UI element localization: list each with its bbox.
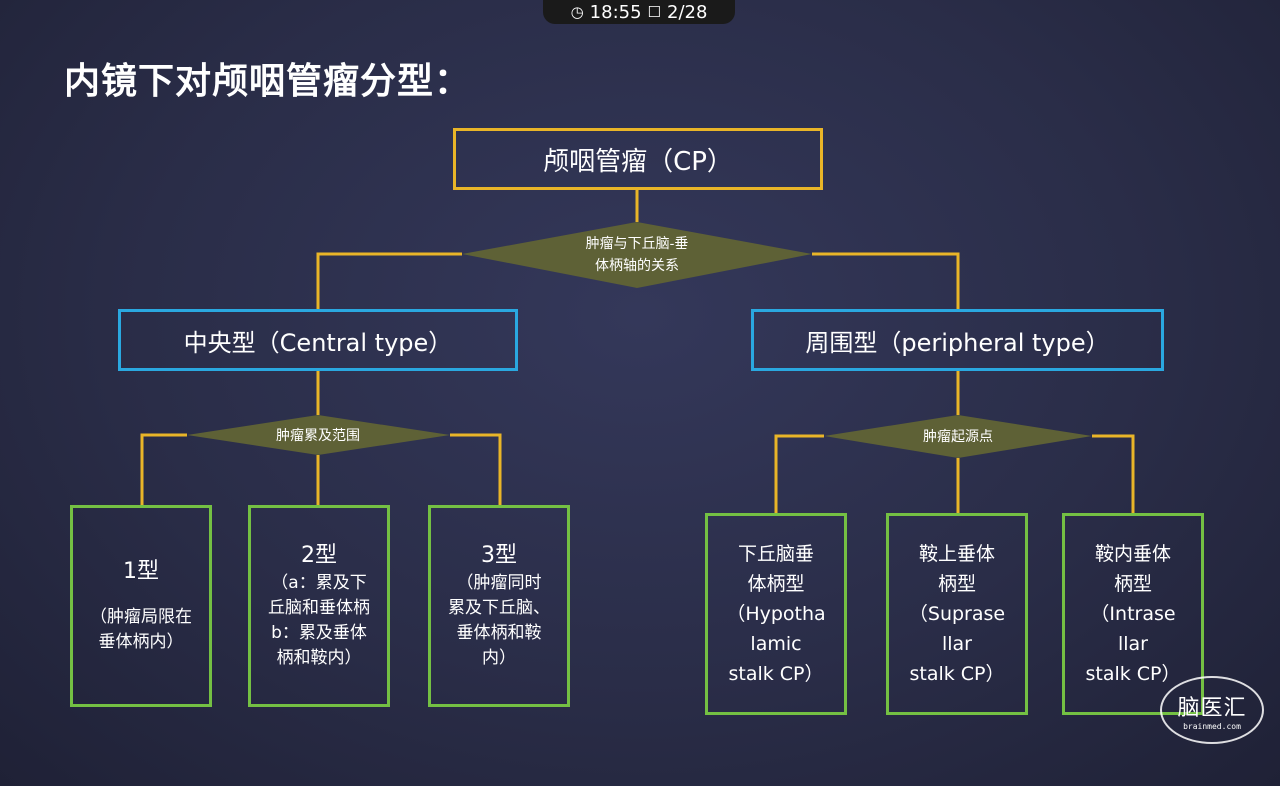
suprasellar-stalk-node: 鞍上垂体 柄型 （Suprase llar stalk CP）	[886, 513, 1028, 715]
type-2-node: 2型 （a：累及下 丘脑和垂体柄 b：累及垂体 柄和鞍内）	[248, 505, 390, 707]
type-1-node: 1型 （肿瘤局限在 垂体柄内）	[70, 505, 212, 707]
connector	[812, 252, 960, 309]
central-type-node: 中央型（Central type）	[118, 309, 518, 371]
criteria-label-peripheral: 肿瘤起源点	[923, 429, 993, 445]
type-3-node: 3型 （肿瘤同时 累及下丘脑、 垂体柄和鞍 内）	[428, 505, 570, 707]
slide-title: 内镜下对颅咽管瘤分型：	[64, 61, 472, 102]
status-page: 2/28	[667, 1, 708, 23]
criteria-label-top: 肿瘤与下丘脑-垂 体柄轴的关系	[585, 236, 689, 274]
brainmed-watermark-logo: 脑医汇 brainmed.com	[1160, 676, 1264, 744]
connector	[450, 433, 502, 505]
clock-icon: ◷	[570, 3, 584, 21]
root-node: 颅咽管瘤（CP）	[453, 128, 823, 190]
criteria-diamond-top	[462, 222, 812, 288]
page-icon: ☐	[647, 3, 661, 21]
connector	[316, 252, 462, 309]
status-time: 18:55	[589, 1, 642, 23]
intrasellar-stalk-node: 鞍内垂体 柄型 （Intrase llar stalk CP）	[1062, 513, 1204, 715]
criteria-diamond-central	[187, 415, 450, 455]
criteria-label-central: 肿瘤累及范围	[276, 428, 360, 444]
connector	[140, 433, 187, 505]
peripheral-type-node: 周围型（peripheral type）	[751, 309, 1164, 371]
criteria-diamond-peripheral	[824, 415, 1092, 458]
connector	[774, 434, 824, 513]
status-bar: ◷ 18:55 ☐ 2/28	[543, 0, 735, 24]
hypothalamic-stalk-node: 下丘脑垂 体柄型 （Hypotha lamic stalk CP）	[705, 513, 847, 715]
connector	[1092, 434, 1135, 513]
